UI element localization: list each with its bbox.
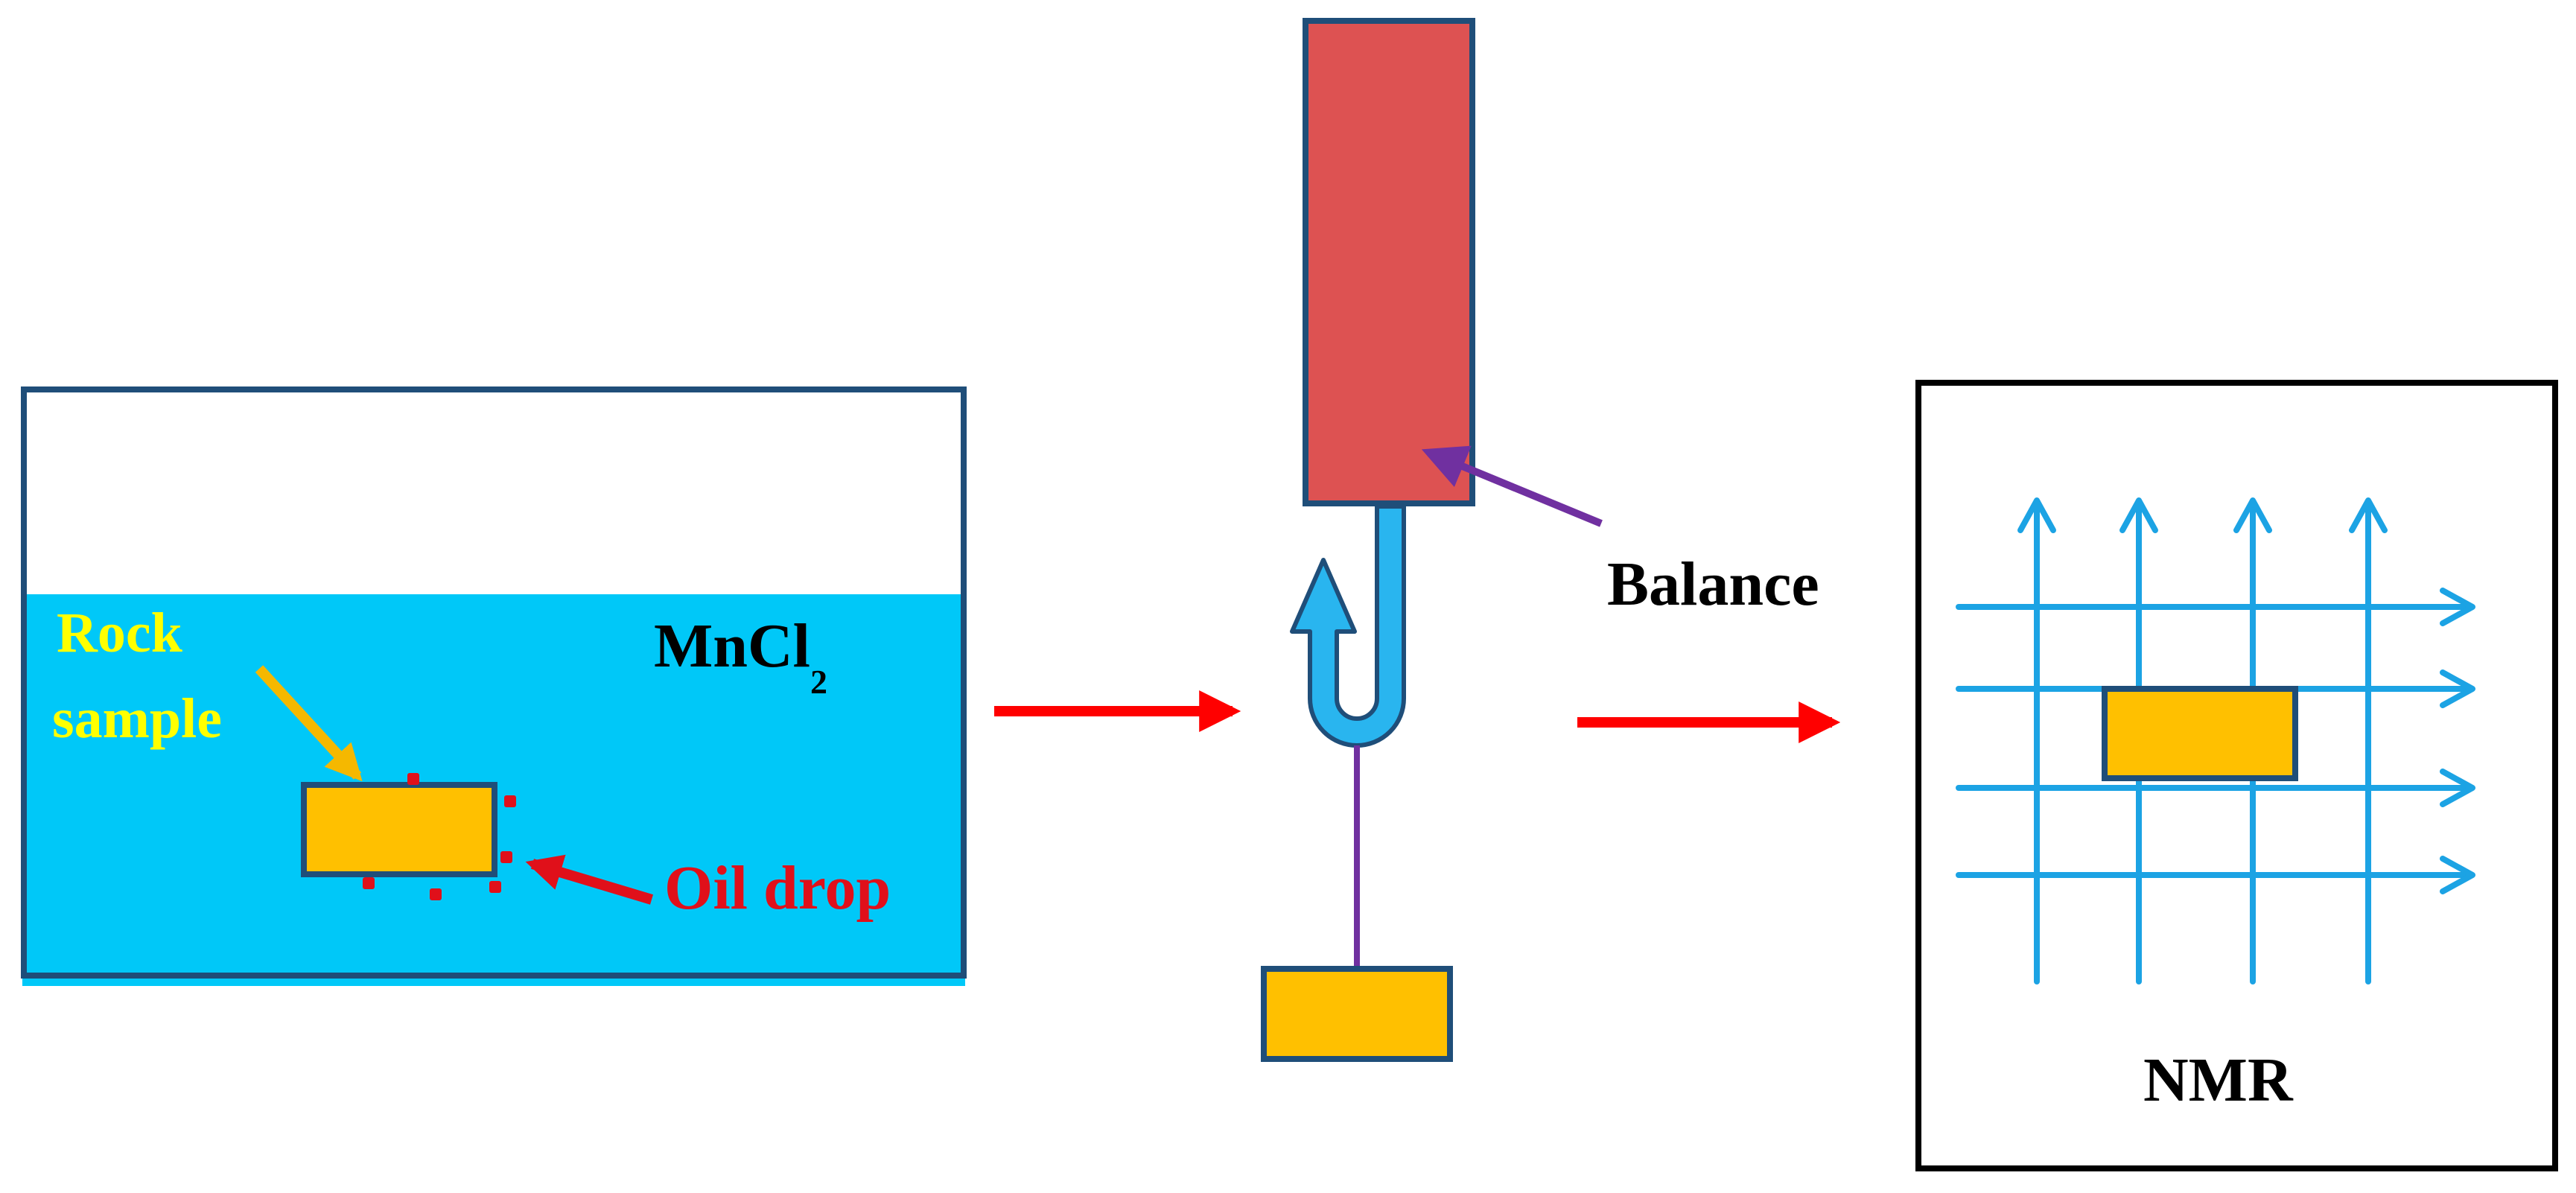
up-arrow-icon [2349,497,2388,533]
rock-sample-label: Rock sample [52,602,222,750]
oil-drop [363,877,375,889]
mncl2-label: MnCl2 [654,611,827,701]
right-arrow-icon [2440,588,2475,626]
immersion-tank: Rock sample MnCl2 Oil drop [21,386,967,986]
tank-outline [21,386,967,979]
oil-drop [504,795,516,807]
nmr-frame [1915,380,2558,1171]
oil-drop [500,851,512,863]
rock-sample-in-nmr [2102,686,2298,781]
weighing-balance: Balance [1261,18,1819,1062]
oil-drop-label: Oil drop [664,853,891,923]
up-arrow-icon [2119,497,2158,533]
magnetic-field-grid [1956,497,2475,984]
up-arrow-icon [2017,497,2056,533]
weighed-rock-sample [1261,966,1453,1062]
oil-drop [407,773,419,785]
right-arrow-icon [2440,669,2475,708]
up-arrow-icon [2233,497,2272,533]
oil-drops [363,773,516,900]
nmr-label: NMR [2143,1046,2294,1115]
oil-drop [489,881,501,893]
balance-body [1303,18,1475,506]
nmr-measurement: NMR [1915,380,2558,1171]
right-arrow-icon [2440,856,2475,894]
right-arrow-icon [2440,769,2475,807]
hook-up-arrow-icon [1290,504,1406,748]
oil-drop [430,888,442,900]
oil-drop-pointer-arrow [525,854,654,905]
balance-label: Balance [1607,550,1819,619]
rock-sample-pointer-arrow [255,665,363,782]
rock-sample-in-tank [301,782,497,877]
balance-pointer-arrow [1421,445,1603,527]
